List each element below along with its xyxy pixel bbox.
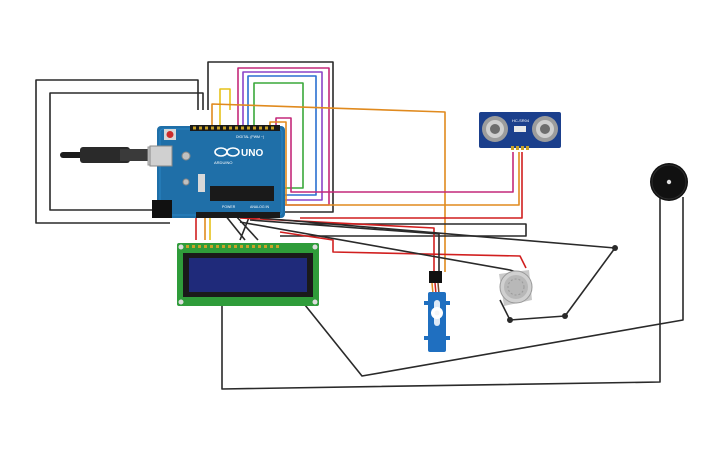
arduino-logo: UNO ARDUINO — [214, 147, 263, 165]
lcd-screen — [189, 258, 307, 292]
wire-black-left-inner — [49, 92, 204, 211]
power-analog-header — [196, 212, 280, 218]
junction-dot — [562, 313, 568, 319]
mount-hole — [312, 244, 318, 250]
servo-icon[interactable] — [424, 271, 450, 352]
lcd-display[interactable] — [177, 243, 319, 306]
wire-black-ultrasonic — [280, 223, 527, 237]
mount-hole — [178, 244, 184, 250]
wire-black-lcd-2 — [234, 214, 259, 241]
wire-purple-top — [242, 71, 323, 201]
ultrasonic-label: HC-SR04 — [512, 118, 530, 123]
wire-black-lcd-buzzer — [221, 197, 661, 390]
wire-black-lcd-loop — [304, 197, 684, 377]
buzzer-icon[interactable] — [650, 163, 688, 201]
atmega-chip — [210, 186, 274, 201]
digital-pins-label: DIGITAL (PWM ~) — [236, 135, 264, 139]
wires — [35, 61, 684, 390]
wire-junctions — [507, 245, 618, 323]
wire-black-left-outer — [35, 79, 199, 224]
power-jack — [152, 200, 172, 218]
junction-dot — [507, 317, 513, 323]
power-pins-label: POWER — [222, 205, 236, 209]
wire-black-servo — [249, 219, 440, 272]
mount-hole — [178, 299, 184, 305]
arduino-board[interactable]: UNO ARDUINO DIGITAL (PWM ~) POWER ANALOG… — [149, 125, 285, 218]
wire-blue-top — [247, 75, 317, 196]
wire-magenta-ultrasonic — [275, 117, 514, 193]
lcd-pins — [186, 245, 279, 248]
usb-jack — [149, 145, 173, 167]
wire-yellow-top — [219, 88, 231, 125]
mount-hole — [312, 299, 318, 305]
wire-red-gas — [279, 231, 527, 269]
gas-sensor-icon[interactable] — [499, 270, 533, 306]
arduino-brand-label: ARDUINO — [214, 160, 232, 165]
analog-pins-label: ANALOG IN — [250, 205, 270, 209]
wire-red-ultrasonic — [300, 152, 523, 219]
arduino-model-label: UNO — [241, 148, 263, 159]
wire-black-top — [207, 61, 334, 213]
digital-pins — [193, 126, 274, 130]
junction-dot — [612, 245, 618, 251]
servo-connector — [429, 271, 442, 283]
wire-orange-ultrasonic — [269, 121, 520, 206]
ultrasonic-sensor-icon[interactable]: HC-SR04 — [479, 112, 561, 150]
